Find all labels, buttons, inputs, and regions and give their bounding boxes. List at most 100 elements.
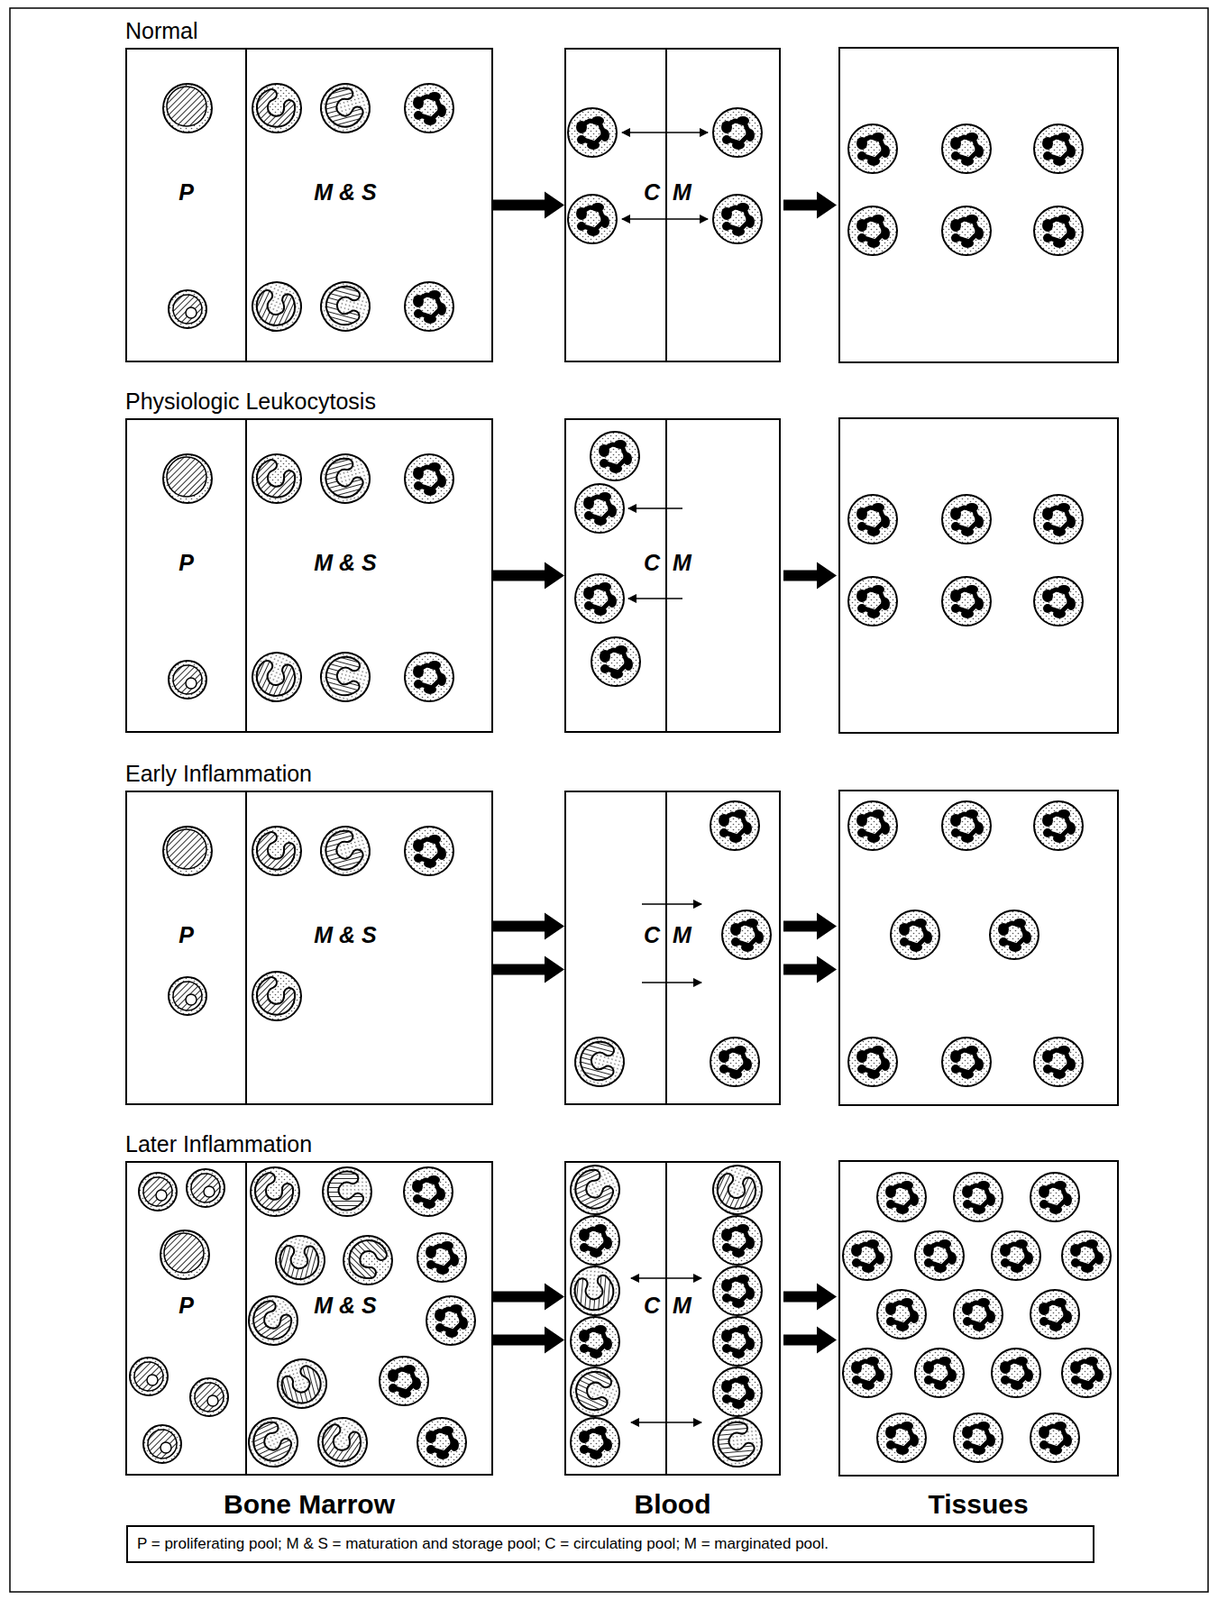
band-cell bbox=[705, 1158, 769, 1221]
blood-pool: M bbox=[665, 47, 781, 363]
neutrophil bbox=[848, 576, 898, 626]
marrow-box: Early InflammationPM & S bbox=[125, 790, 494, 1106]
neutrophil bbox=[570, 1216, 620, 1265]
pool-label: P bbox=[178, 921, 194, 949]
neutrophil bbox=[426, 1296, 476, 1346]
neutrophil bbox=[567, 108, 617, 157]
flow-arrow bbox=[493, 913, 565, 941]
row-title: Later Inflammation bbox=[125, 1130, 312, 1158]
band-cell bbox=[311, 643, 379, 711]
neutrophil bbox=[567, 194, 617, 244]
band-cell bbox=[241, 1410, 304, 1474]
margination-arrow bbox=[641, 903, 702, 906]
band-cell bbox=[312, 1157, 382, 1227]
pool-label: M bbox=[672, 549, 692, 577]
pool-label: C bbox=[643, 178, 660, 206]
margination-arrow bbox=[641, 981, 702, 984]
blood-pool: M bbox=[665, 790, 781, 1106]
neutrophil bbox=[989, 910, 1039, 960]
flow-arrow bbox=[493, 1327, 565, 1355]
band-cell bbox=[245, 274, 308, 338]
neutrophil bbox=[404, 652, 454, 702]
neutrophil bbox=[1030, 1290, 1080, 1339]
tissue-box bbox=[839, 1161, 1118, 1476]
outer-frame bbox=[9, 8, 1209, 1593]
band-cell bbox=[245, 645, 308, 708]
myelocyte bbox=[143, 1425, 182, 1464]
blood-pool: M bbox=[665, 418, 781, 733]
neutrophil bbox=[404, 282, 454, 331]
pool-label: M bbox=[672, 921, 692, 949]
flow-arrow bbox=[783, 913, 837, 941]
column-label: Tissues bbox=[927, 1488, 1028, 1521]
blood-pool: C bbox=[564, 1161, 666, 1476]
neutrophil bbox=[1034, 576, 1083, 626]
band-cell bbox=[314, 1414, 372, 1472]
neutrophil bbox=[848, 801, 898, 851]
neutrophil bbox=[848, 494, 898, 544]
pool-label: M & S bbox=[313, 549, 376, 577]
neutrophil bbox=[942, 576, 991, 626]
tissue-box bbox=[839, 47, 1118, 363]
neutrophil bbox=[1034, 206, 1083, 256]
caption: P = proliferating pool; M & S = maturati… bbox=[128, 1527, 1093, 1562]
band-cell bbox=[252, 454, 302, 504]
neutrophil bbox=[842, 1348, 892, 1398]
pool-label: C bbox=[643, 1291, 660, 1319]
marrow-box: Physiologic LeukocytosisPM & S bbox=[125, 418, 494, 733]
band-cell bbox=[266, 1227, 334, 1294]
neutrophil bbox=[842, 1231, 892, 1281]
tissue-box bbox=[839, 790, 1118, 1106]
neutrophil bbox=[713, 194, 762, 244]
pool-label: M & S bbox=[313, 1291, 376, 1319]
band-cell bbox=[311, 74, 379, 142]
band-cell bbox=[311, 445, 379, 513]
pool-label: M bbox=[672, 1291, 692, 1319]
blast-cell bbox=[163, 83, 212, 133]
demargination-arrow bbox=[628, 597, 683, 600]
band-cell bbox=[252, 83, 302, 133]
neutrophil bbox=[713, 1266, 762, 1316]
flow-arrow bbox=[783, 562, 837, 590]
myelocyte bbox=[168, 977, 207, 1016]
neutrophil bbox=[1034, 801, 1083, 851]
neutrophil bbox=[1030, 1172, 1080, 1222]
flow-arrow bbox=[783, 1327, 837, 1355]
neutrophil bbox=[1034, 1037, 1083, 1087]
pool-label: P bbox=[178, 1291, 194, 1319]
neutrophil bbox=[570, 1317, 620, 1366]
blast-cell bbox=[163, 826, 212, 876]
neutrophil bbox=[1034, 124, 1083, 174]
pool-region: M & S bbox=[247, 1163, 492, 1475]
flow-arrow bbox=[783, 192, 837, 220]
blast-cell bbox=[163, 454, 212, 504]
neutrophil bbox=[953, 1290, 1003, 1339]
blood-pool: C bbox=[564, 418, 666, 733]
blast-cell bbox=[160, 1230, 210, 1280]
neutrophil bbox=[417, 1233, 467, 1283]
neutrophil bbox=[722, 910, 771, 960]
neutrophil bbox=[403, 1167, 453, 1217]
myelocyte bbox=[168, 290, 207, 329]
neutrophil bbox=[710, 1037, 760, 1087]
neutrophil bbox=[942, 494, 991, 544]
neutrophil bbox=[953, 1172, 1003, 1222]
neutrophil bbox=[942, 124, 991, 174]
blood-pool: M bbox=[665, 1161, 781, 1476]
pool-region: M & S bbox=[247, 420, 492, 732]
neutrophil bbox=[404, 83, 454, 133]
band-cell bbox=[343, 1236, 393, 1285]
band-cell bbox=[566, 1028, 633, 1096]
neutrophil bbox=[877, 1290, 926, 1339]
myelocyte bbox=[129, 1357, 168, 1396]
pool-label: C bbox=[643, 921, 660, 949]
neutrophil bbox=[710, 801, 760, 851]
neutrophil bbox=[915, 1231, 964, 1281]
neutrophil bbox=[991, 1231, 1041, 1281]
column-label: Bone Marrow bbox=[223, 1488, 395, 1521]
myelocyte bbox=[168, 660, 207, 699]
flow-arrow bbox=[783, 956, 837, 984]
neutrophil bbox=[575, 484, 624, 533]
